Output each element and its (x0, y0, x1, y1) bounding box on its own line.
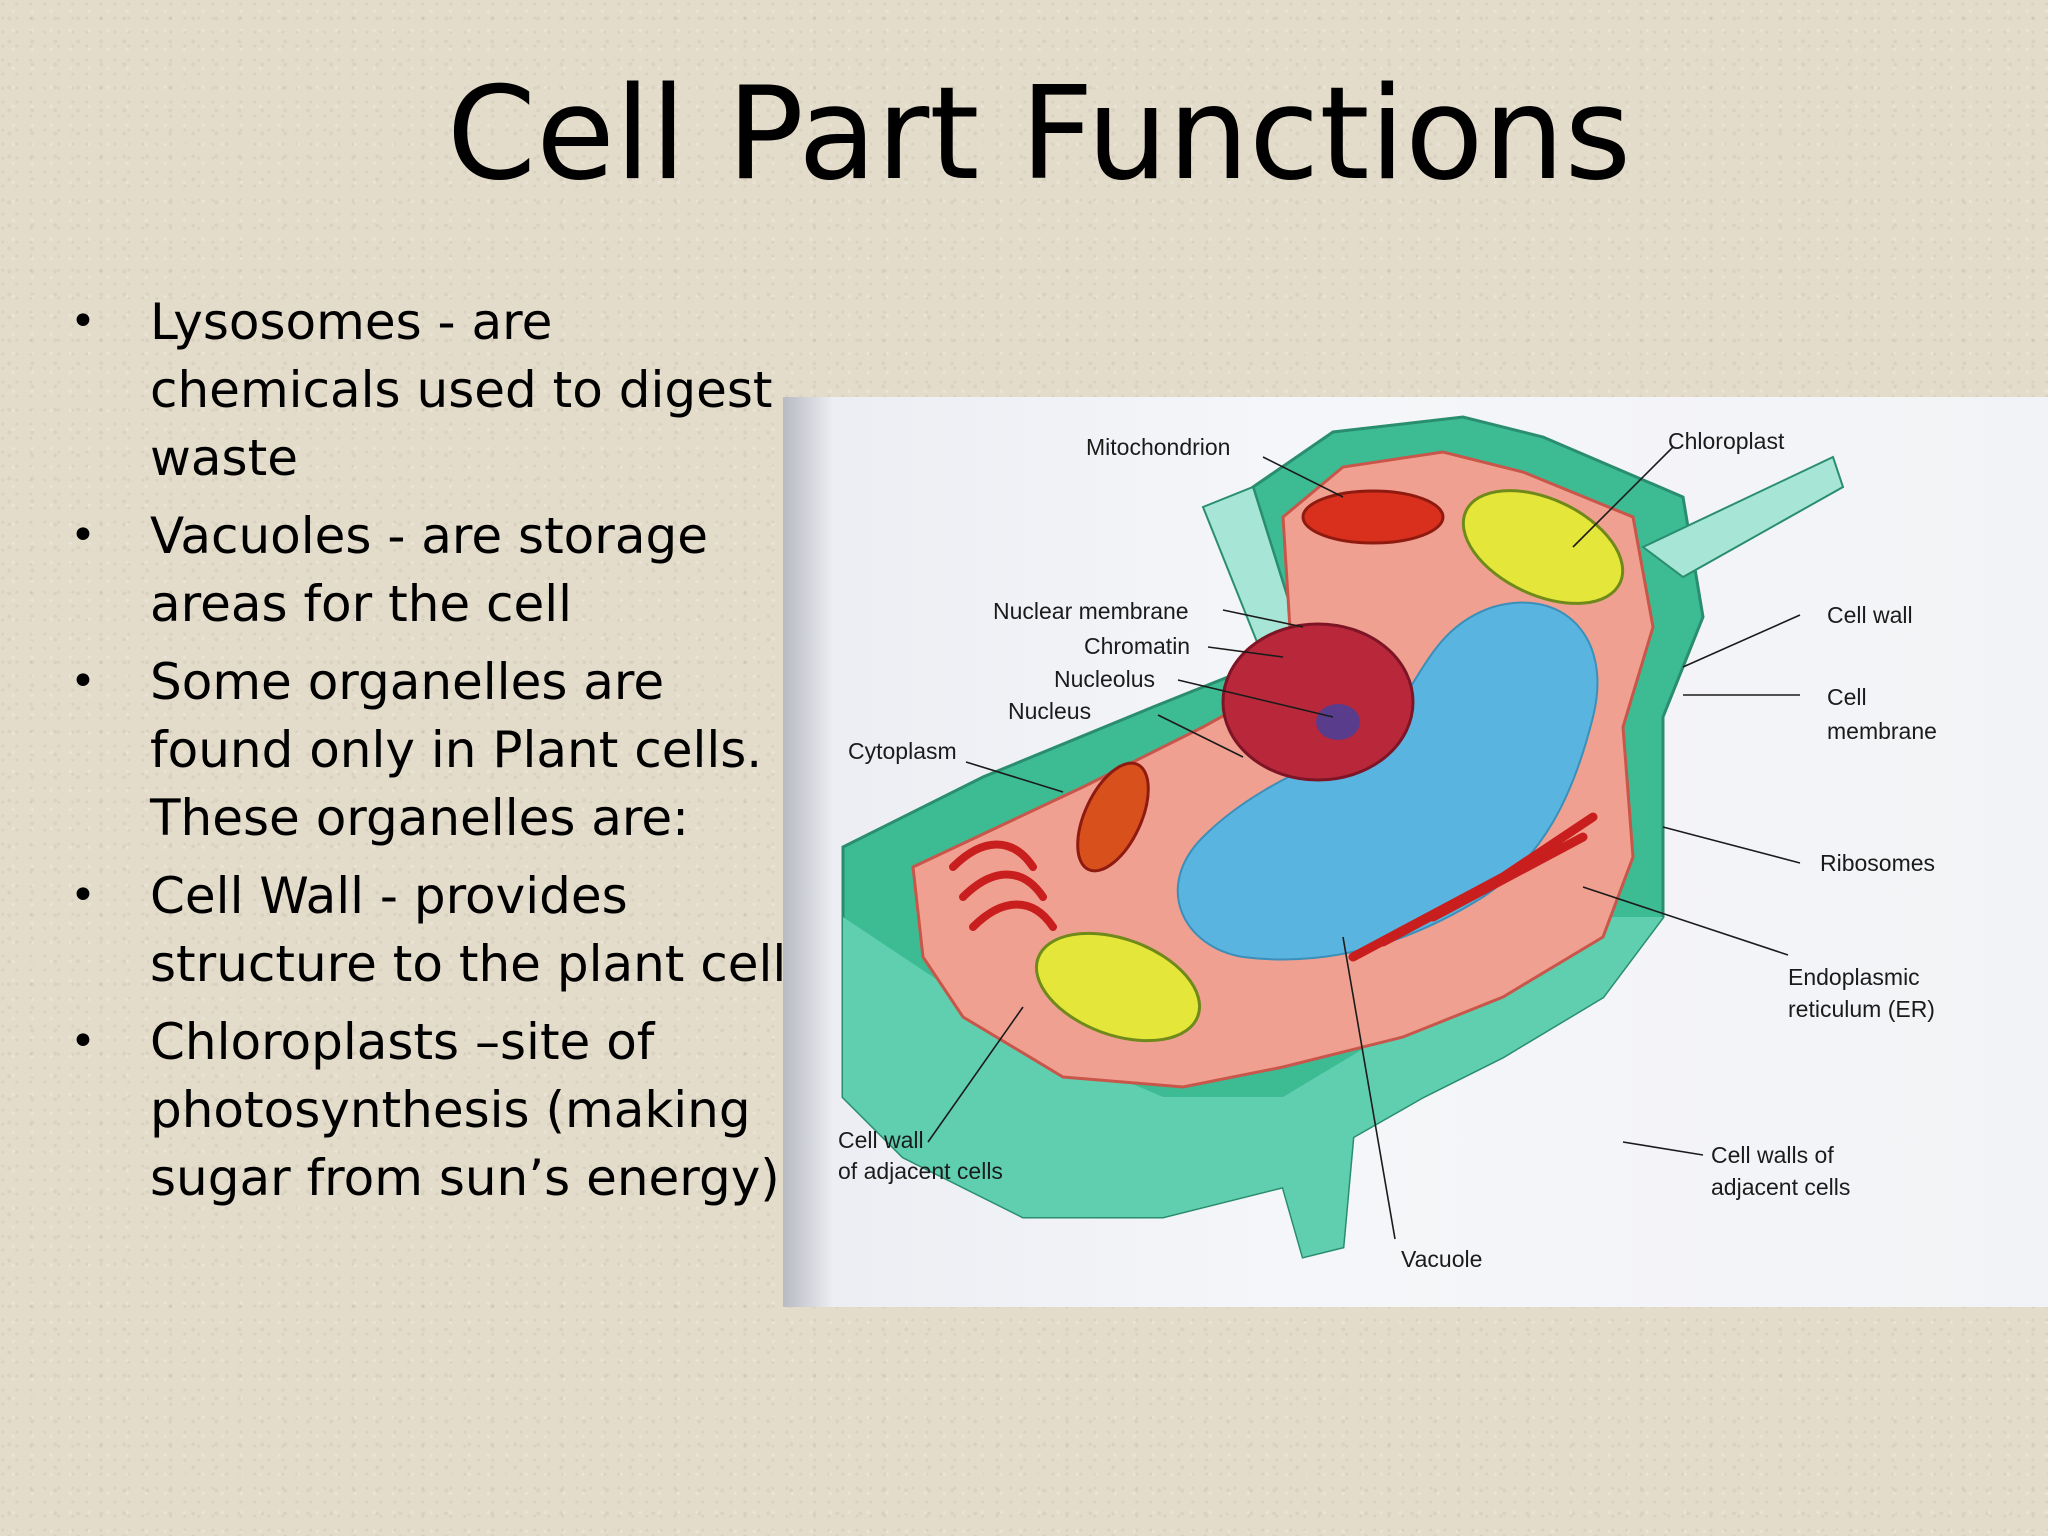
bullet-icon: • (70, 1016, 96, 1067)
label-cell-walls-adjacent-1: Cell walls of (1711, 1142, 1834, 1168)
bullet-text: Some organelles are found only in Plant … (150, 653, 763, 847)
chloroplast-shape-bottom (1034, 931, 1202, 1043)
label-nucleus: Nucleus (1008, 698, 1091, 724)
label-vacuole: Vacuole (1401, 1246, 1482, 1272)
bullet-item: • Some organelles are found only in Plant… (70, 648, 790, 852)
label-cell-wall: Cell wall (1827, 602, 1913, 628)
bullet-item: • Vacuoles - are storage areas for the ce… (70, 502, 790, 638)
bullet-text: Lysosomes - are chemicals used to digest… (150, 293, 773, 487)
leader-lines (927, 446, 1801, 1240)
bullet-list: • Lysosomes - are chemicals used to diges… (70, 288, 790, 1222)
bullet-icon: • (70, 510, 96, 561)
cell-wall-flap-right (1641, 455, 1845, 579)
bullet-icon: • (70, 870, 96, 921)
bullet-text: Cell Wall - provides structure to the pl… (150, 867, 787, 993)
label-cell-membrane-1: Cell (1827, 684, 1867, 710)
label-nucleolus: Nucleolus (1054, 666, 1155, 692)
label-cell-wall-adjacent-2: of adjacent cells (838, 1158, 1003, 1184)
bullet-item: • Chloroplasts –site of photosynthesis (m… (70, 1008, 790, 1212)
plant-cell-svg: Mitochondrion Chloroplast Nuclear membra… (838, 415, 1937, 1272)
nucleus-shape (1221, 622, 1415, 782)
chloroplast-shape-top (1461, 489, 1625, 605)
bullet-item: • Lysosomes - are chemicals used to diges… (70, 288, 790, 492)
bullet-text: Chloroplasts –site of photosynthesis (ma… (150, 1013, 780, 1207)
golgi-shape (949, 840, 1057, 931)
nucleolus-shape (1316, 704, 1360, 740)
bullet-icon: • (70, 296, 96, 347)
bullet-item: • Cell Wall - provides structure to the p… (70, 862, 790, 998)
label-cell-walls-adjacent-2: adjacent cells (1711, 1174, 1850, 1200)
label-ribosomes: Ribosomes (1820, 850, 1935, 876)
bullet-text: Vacuoles - are storage areas for the cel… (150, 507, 708, 633)
label-er-1: Endoplasmic (1788, 964, 1920, 990)
mitochondrion-shape-left (1076, 761, 1150, 873)
slide-title: Cell Part Functions (446, 60, 1632, 209)
label-er-2: reticulum (ER) (1788, 996, 1935, 1022)
label-mitochondrion: Mitochondrion (1086, 434, 1230, 460)
label-chloroplast: Chloroplast (1668, 428, 1785, 454)
plant-cell-diagram: Mitochondrion Chloroplast Nuclear membra… (783, 397, 2048, 1307)
label-cytoplasm: Cytoplasm (848, 738, 957, 764)
label-cell-wall-adjacent-1: Cell wall (838, 1127, 924, 1153)
mitochondrion-shape-top (1301, 489, 1445, 545)
er-shape (1348, 812, 1598, 962)
label-chromatin: Chromatin (1084, 633, 1190, 659)
bullet-icon: • (70, 656, 96, 707)
label-nuclear-membrane: Nuclear membrane (993, 598, 1189, 624)
label-cell-membrane-2: membrane (1827, 718, 1937, 744)
